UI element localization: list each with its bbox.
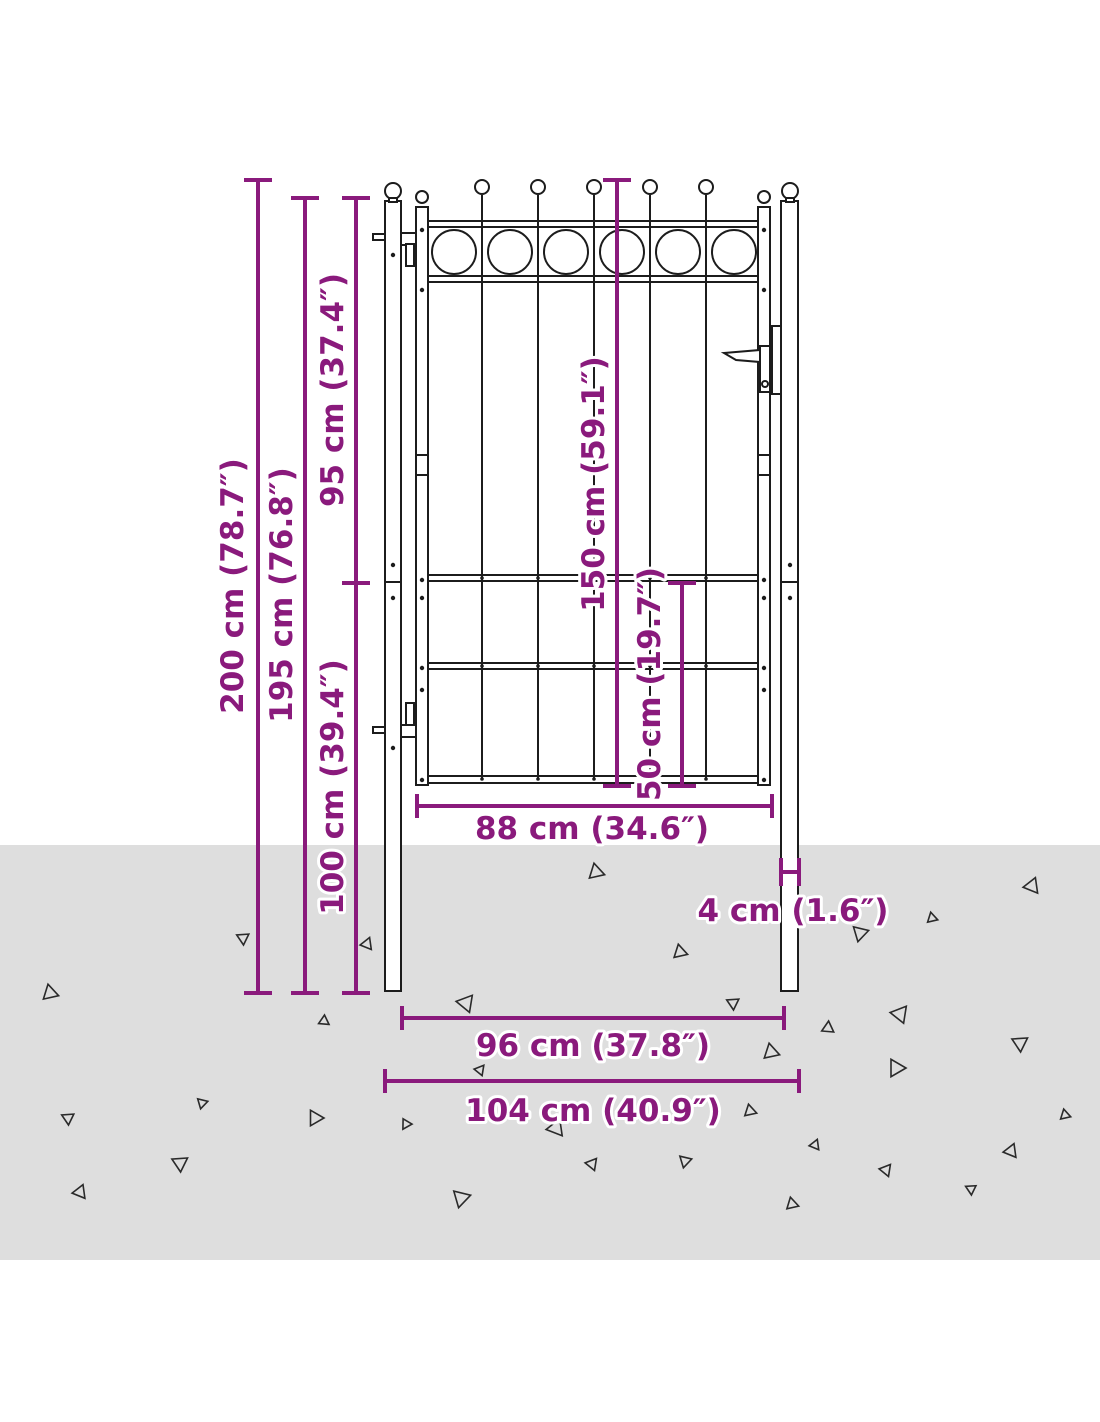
pebble — [877, 1163, 892, 1178]
pebble — [890, 1057, 908, 1079]
bar-finial — [698, 179, 714, 195]
lower-panel-dimension — [668, 581, 696, 788]
pebble — [472, 1064, 485, 1078]
gate-handle — [720, 325, 782, 395]
upper-hinge — [372, 232, 417, 267]
pebble — [1001, 1142, 1017, 1159]
total-height-dimension — [244, 178, 272, 995]
pebble — [678, 1155, 694, 1170]
pebble — [454, 994, 474, 1014]
gate-left-stile — [415, 206, 429, 786]
pebble — [1021, 876, 1039, 895]
pebble — [402, 1117, 414, 1131]
post-height-dimension — [291, 196, 319, 995]
pebble — [785, 1195, 801, 1210]
bar-finial — [530, 179, 546, 195]
lower-height-label: 100 cm (39.4″) — [315, 659, 351, 915]
ring-ornament — [487, 229, 533, 275]
post-width-dimension — [779, 858, 801, 886]
lower-hinge — [372, 702, 417, 738]
lower-height-dimension — [342, 581, 370, 995]
pebble — [888, 1004, 908, 1025]
pebble — [452, 1189, 473, 1210]
pebble — [725, 998, 741, 1012]
ring-ornament — [543, 229, 589, 275]
gate-height-dimension — [603, 178, 631, 788]
bar-finial — [642, 179, 658, 195]
total-height-label: 200 cm (78.7″) — [215, 458, 251, 714]
gate-height-label: 150 cm (59.1″) — [576, 356, 612, 612]
pebble — [743, 1102, 759, 1117]
pebble — [544, 1117, 564, 1138]
pebble — [588, 861, 607, 880]
pebble — [317, 1013, 331, 1026]
ring-ornament — [655, 229, 701, 275]
pebble — [820, 1019, 836, 1033]
pebble — [60, 1113, 76, 1127]
pebble — [672, 942, 690, 959]
pebble — [235, 933, 251, 947]
upper-height-label: 95 cm (37.4″) — [315, 273, 351, 507]
gate-drawing — [372, 179, 799, 992]
ring-ornament — [431, 229, 477, 275]
pebble — [852, 925, 871, 944]
pebble — [1059, 1107, 1073, 1121]
right-post-finial — [781, 182, 799, 200]
pebble — [70, 1183, 86, 1200]
pebble — [583, 1157, 598, 1172]
ring-ornament — [599, 229, 645, 275]
post-height-label: 195 cm (76.8″) — [264, 467, 300, 723]
bar-finial — [474, 179, 490, 195]
left-post-finial — [384, 182, 402, 200]
gate-width-label: 88 cm (34.6″) — [475, 811, 709, 847]
pebble — [763, 1041, 782, 1060]
post-width-label: 4 cm (1.6″) — [698, 893, 889, 929]
pebble — [926, 910, 940, 924]
pebble — [1010, 1037, 1029, 1054]
pebble — [807, 1137, 820, 1151]
total-width-label: 104 cm (40.9″) — [465, 1093, 721, 1129]
gate-right-stile — [757, 206, 771, 786]
pebble — [309, 1108, 326, 1128]
inner-width-label: 96 cm (37.8″) — [476, 1028, 710, 1064]
pebble — [358, 936, 373, 951]
ground-pebbles — [42, 861, 1073, 1210]
total-width-dimension — [383, 1069, 801, 1093]
ground-area — [0, 845, 1100, 1260]
gate-width-dimension — [415, 794, 774, 818]
pebble — [170, 1157, 189, 1174]
lower-panel-label: 50 cm (19.7″) — [632, 567, 668, 801]
pebble — [196, 1097, 210, 1111]
inner-width-dimension — [400, 1006, 786, 1030]
dimension-lines — [244, 178, 801, 1093]
pebble — [42, 982, 61, 1001]
bar-finial — [586, 179, 602, 195]
pebble — [964, 1184, 978, 1197]
ring-ornament — [711, 229, 757, 275]
